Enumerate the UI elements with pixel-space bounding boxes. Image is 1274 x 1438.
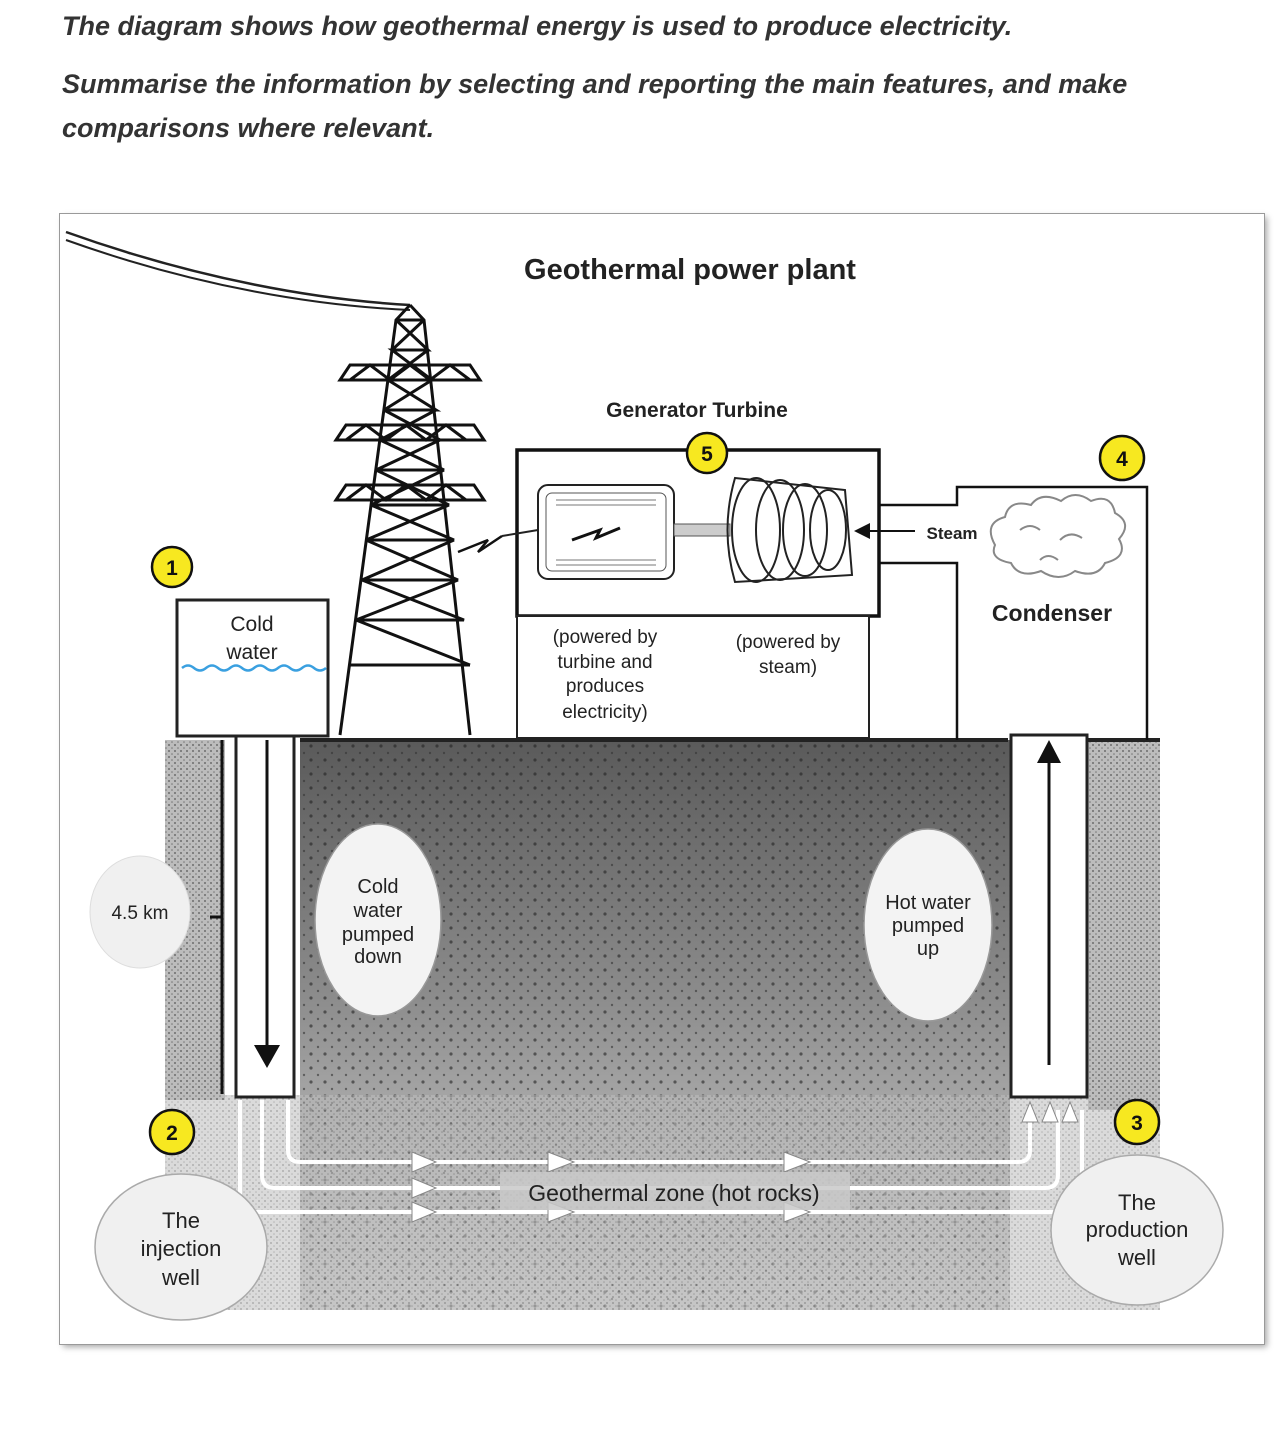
turbine-rotor	[726, 476, 854, 584]
injection-pipe	[234, 733, 296, 1099]
svg-text:1: 1	[166, 557, 178, 580]
geothermal-zone-bg	[500, 1172, 850, 1210]
production-well-oval	[1050, 1154, 1224, 1306]
depth-label: 4.5 km	[111, 903, 168, 924]
production-label-3: well	[1117, 1245, 1156, 1270]
generator-note-4: electricity)	[562, 702, 648, 723]
injection-label-2: injection	[141, 1236, 222, 1261]
generator-note-3: produces	[566, 676, 644, 697]
geothermal-zone-label: Geothermal zone (hot rocks)	[528, 1180, 819, 1206]
cold-pumped-1: Cold	[357, 876, 398, 898]
steam-label: Steam	[926, 524, 977, 543]
step-badge-1: 1	[150, 545, 194, 589]
depth-oval	[89, 855, 191, 969]
step-badge-3: 3	[1113, 1098, 1161, 1146]
generator-note-2: turbine and	[557, 652, 652, 673]
geothermal-diagram: Geothermal power plant Geothermal zone (…	[65, 230, 1224, 1321]
down-arrow-head	[254, 1045, 280, 1068]
svg-text:2: 2	[166, 1122, 178, 1145]
svg-text:3: 3	[1131, 1112, 1143, 1135]
cold-pumped-2: water	[353, 900, 403, 922]
hot-water-oval	[863, 828, 993, 1022]
generator-unit	[537, 484, 675, 580]
injection-label-3: well	[161, 1265, 200, 1290]
electricity-arrow	[457, 534, 503, 554]
step-badge-5: 5	[685, 431, 729, 475]
production-well-wall	[1088, 740, 1160, 1110]
power-cable	[65, 230, 411, 307]
svg-text:5: 5	[701, 443, 713, 466]
diagram-frame: Geothermal power plant Geothermal zone (…	[60, 214, 1264, 1344]
cold-water-label-1: Cold	[230, 613, 273, 636]
steam-pipe-lower	[879, 561, 959, 740]
depth-bracket	[210, 740, 224, 1094]
hot-pumped-2: pumped	[892, 915, 964, 937]
cold-pumped-4: down	[354, 946, 402, 968]
turbine-note-2: steam)	[759, 657, 817, 678]
drive-shaft	[673, 523, 731, 537]
generator-note-1: (powered by	[553, 627, 658, 648]
cold-water-oval	[314, 823, 442, 1017]
output-cable	[501, 529, 539, 537]
steam-cloud	[989, 494, 1126, 578]
up-arrow-head	[1037, 740, 1061, 763]
injection-label-1: The	[162, 1208, 200, 1233]
diagram-title: Geothermal power plant	[524, 254, 856, 286]
production-label-2: production	[1086, 1217, 1189, 1242]
generator-base	[516, 615, 870, 739]
condenser-label: Condenser	[992, 600, 1112, 626]
hot-pumped-1: Hot water	[885, 892, 971, 914]
cold-water-label-2: water	[225, 641, 277, 664]
injection-well-oval	[94, 1173, 268, 1321]
condenser-outline	[879, 485, 1149, 740]
water-surface	[181, 664, 327, 672]
generator-turbine-label: Generator Turbine	[606, 399, 788, 422]
pylon	[333, 303, 487, 736]
step-badge-4: 4	[1098, 434, 1146, 482]
production-label-1: The	[1118, 1190, 1156, 1215]
power-cable-2	[65, 239, 411, 311]
prompt-line-2: Summarise the information by selecting a…	[62, 69, 1128, 143]
svg-text:4: 4	[1116, 448, 1128, 471]
hot-pumped-3: up	[917, 938, 939, 960]
cold-pumped-3: pumped	[342, 924, 414, 946]
prompt-line-1: The diagram shows how geothermal energy …	[62, 11, 1013, 41]
turbine-note-1: (powered by	[736, 632, 841, 653]
step-badge-2: 2	[148, 1108, 196, 1156]
